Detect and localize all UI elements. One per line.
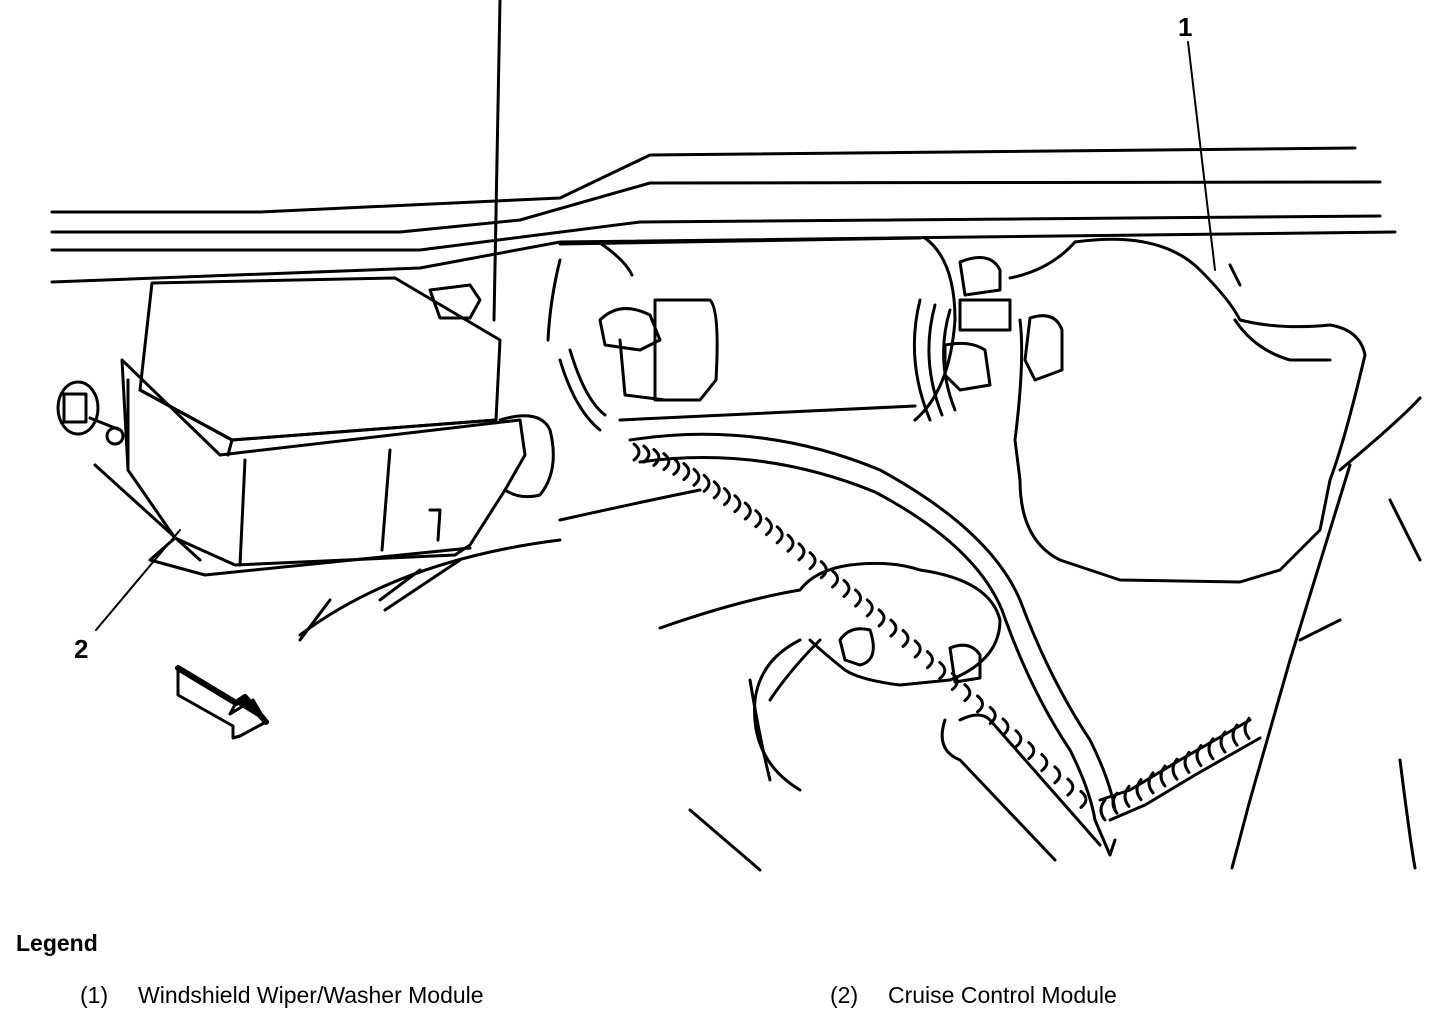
harness-rib — [831, 569, 840, 589]
harness-rib — [842, 578, 851, 598]
legend-title: Legend — [16, 930, 98, 956]
harness-ribs — [632, 442, 1251, 822]
harness-rib — [692, 467, 701, 487]
harness-rib — [1171, 757, 1179, 781]
harness-rib — [1183, 750, 1191, 774]
lower-components — [298, 488, 1417, 872]
harness-rib — [1111, 791, 1119, 815]
harness-rib — [854, 588, 863, 608]
harness-rib — [743, 501, 752, 521]
harness-rib — [1123, 784, 1131, 808]
harness-rib — [1053, 765, 1062, 785]
harness-rib — [775, 525, 784, 545]
front-of-vehicle-arrow-icon — [175, 665, 269, 740]
harness-rib — [1040, 753, 1049, 773]
callout-1-leader — [1187, 41, 1216, 271]
callout-2-leader — [95, 529, 181, 631]
harness-rib — [901, 628, 910, 648]
harness-rib — [889, 618, 898, 638]
harness-rib — [642, 444, 651, 464]
harness-rib — [938, 660, 947, 680]
harness-rib — [1079, 789, 1088, 809]
harness-rib — [652, 447, 661, 467]
harness-rib — [1243, 716, 1251, 740]
harness-rib — [808, 551, 817, 571]
harness-rib — [682, 462, 691, 482]
wiper-motor-housing — [546, 236, 957, 422]
cowl-panel — [50, 0, 1397, 322]
harness-rib — [662, 452, 671, 472]
harness-rib — [1027, 741, 1036, 761]
harness-rib — [1014, 729, 1023, 749]
harness-rib — [723, 487, 731, 507]
harness-rib — [1147, 771, 1155, 795]
harness-rib — [925, 650, 934, 670]
harness-rib — [1207, 737, 1215, 761]
callout-label-1: 1 — [1178, 12, 1193, 42]
harness-rib — [1231, 723, 1239, 747]
harness-rib — [1219, 730, 1227, 754]
harness-rib — [1195, 744, 1203, 768]
legend-item-number: (1) — [80, 982, 109, 1008]
legend-item-1: (1) Windshield Wiper/Washer Module — [80, 982, 484, 1009]
harness-rib — [1066, 777, 1075, 797]
harness-rib — [797, 542, 806, 562]
legend-item-number: (2) — [830, 982, 859, 1008]
harness-rib — [963, 683, 972, 703]
legend-item-label: Cruise Control Module — [888, 982, 1117, 1008]
harness-rib — [1159, 764, 1167, 788]
harness-rib — [712, 480, 721, 500]
harness-rib — [913, 639, 922, 659]
component-location-illustration — [50, 0, 1422, 872]
wiring-connectors — [428, 256, 1064, 432]
harness-rib — [1001, 717, 1010, 737]
cruise-control-module — [56, 276, 555, 577]
harness-rib — [764, 517, 773, 537]
wiring-harness-conduit — [628, 432, 1262, 857]
legend-item-2: (2) Cruise Control Module — [830, 982, 1117, 1009]
harness-rib — [733, 494, 742, 514]
harness-rib — [786, 533, 795, 553]
legend-item-label: Windshield Wiper/Washer Module — [138, 982, 484, 1008]
harness-rib — [1135, 778, 1143, 802]
harness-rib — [702, 473, 711, 493]
harness-rib — [632, 442, 641, 462]
callout-label-2: 2 — [74, 634, 89, 664]
harness-rib — [865, 598, 874, 618]
harness-rib — [672, 456, 681, 476]
harness-rib — [976, 694, 984, 714]
harness-rib — [1099, 798, 1107, 822]
wiper-washer-module — [1008, 237, 1422, 870]
harness-rib — [754, 509, 763, 529]
harness-rib — [877, 608, 886, 628]
